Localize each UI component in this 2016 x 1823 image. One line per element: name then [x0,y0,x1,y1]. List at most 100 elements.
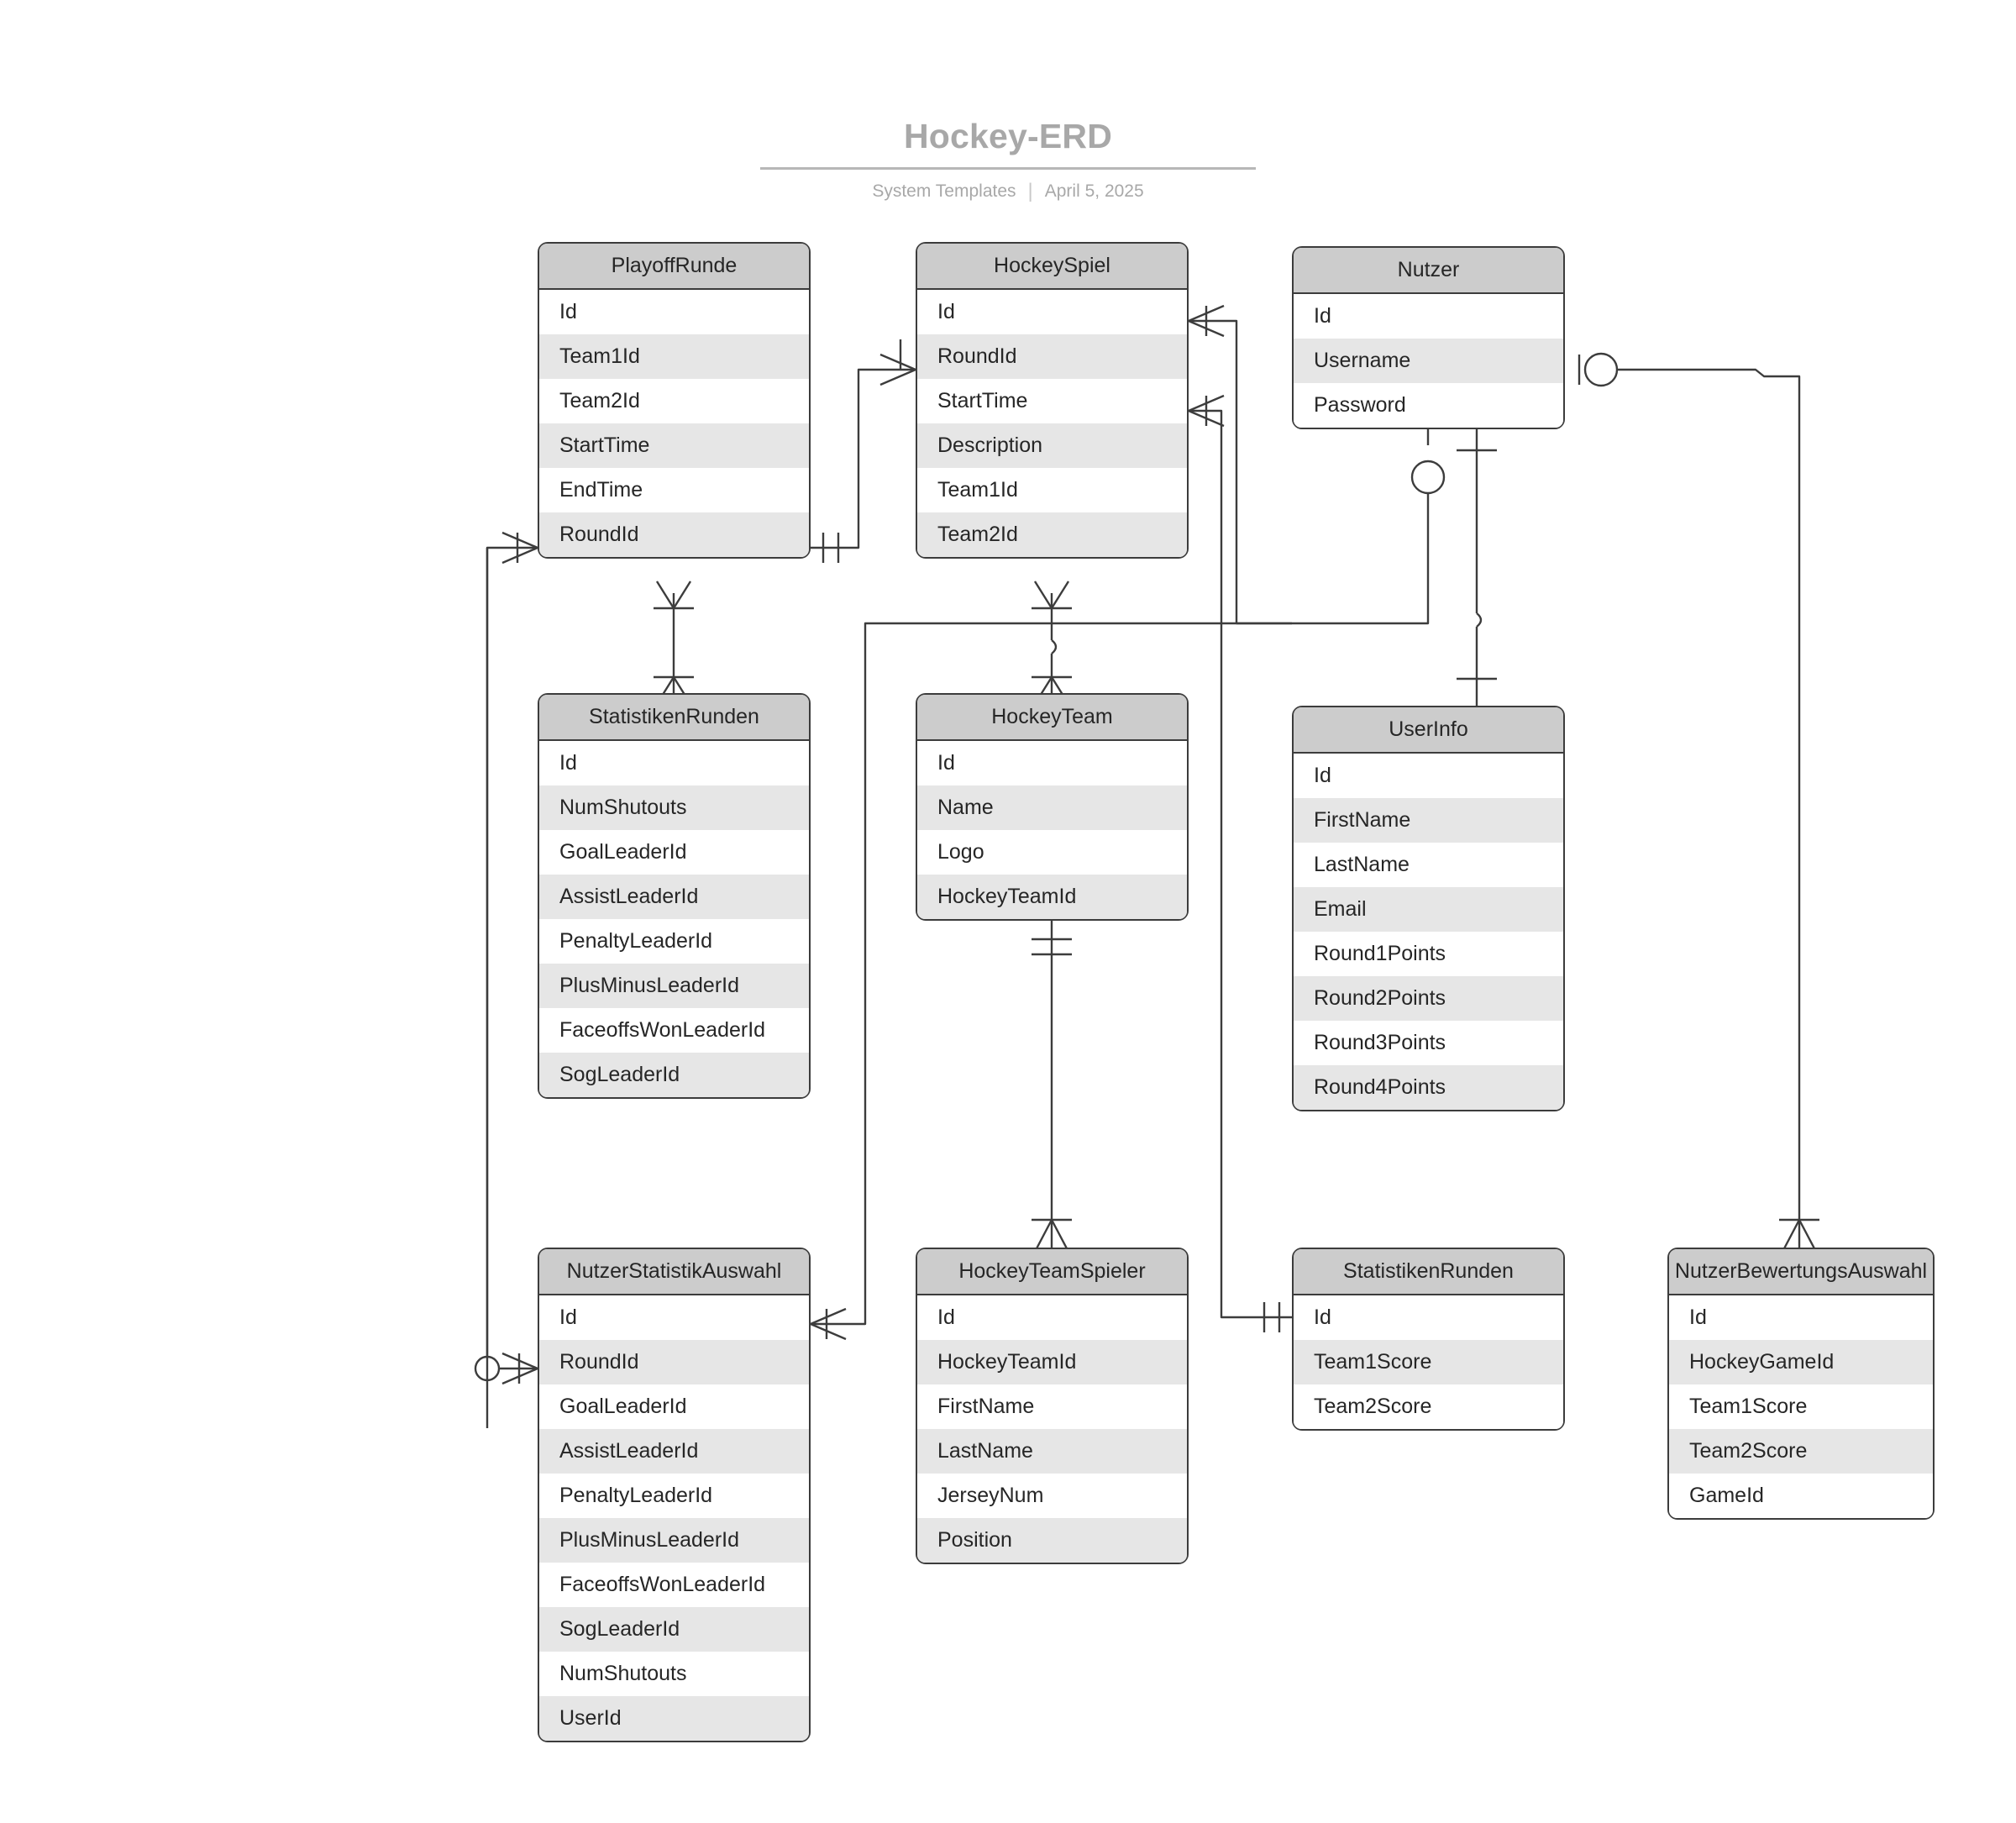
entity-field[interactable]: LastName [917,1429,1187,1474]
entity-field[interactable]: HockeyTeamId [917,1340,1187,1384]
document-subtitle: System Templates | April 5, 2025 [0,181,2016,202]
entity-field[interactable]: Logo [917,830,1187,875]
entity-title-hockeyspiel: HockeySpiel [917,244,1187,290]
entity-title-nutzerstatistikauswahl: NutzerStatistikAuswahl [539,1249,809,1295]
entity-field[interactable]: RoundId [917,334,1187,379]
entity-field[interactable]: NumShutouts [539,785,809,830]
entity-field[interactable]: Team2Id [917,512,1187,557]
entity-field[interactable]: Round3Points [1294,1021,1563,1065]
entity-field[interactable]: RoundId [539,512,809,557]
document-title-block: Hockey-ERD System Templates | April 5, 2… [0,117,2016,202]
entity-field[interactable]: AssistLeaderId [539,875,809,919]
entity-field[interactable]: PlusMinusLeaderId [539,1518,809,1563]
entity-field[interactable]: FaceoffsWonLeaderId [539,1008,809,1053]
entity-field[interactable]: Round2Points [1294,976,1563,1021]
entity-field[interactable]: GoalLeaderId [539,830,809,875]
entity-field[interactable]: Team1Score [1294,1340,1563,1384]
entity-field[interactable]: FirstName [1294,798,1563,843]
entity-field[interactable]: JerseyNum [917,1474,1187,1518]
entity-field[interactable]: Id [917,741,1187,785]
entity-field[interactable]: Username [1294,339,1563,383]
entity-field[interactable]: Team1Score [1669,1384,1933,1429]
entity-title-statistikenrunden-left: StatistikenRunden [539,695,809,741]
entity-field[interactable]: Position [917,1518,1187,1563]
entity-field[interactable]: FaceoffsWonLeaderId [539,1563,809,1607]
entity-field[interactable]: StartTime [539,423,809,468]
entity-title-userinfo: UserInfo [1294,707,1563,754]
connector-playoffrunde-nutzerstatistikauswahl [474,531,538,1385]
entity-field[interactable]: GameId [1669,1474,1933,1518]
entity-field[interactable]: Password [1294,383,1563,428]
entity-field[interactable]: AssistLeaderId [539,1429,809,1474]
entity-field[interactable]: PlusMinusLeaderId [539,964,809,1008]
entity-field[interactable]: SogLeaderId [539,1607,809,1652]
entity-field[interactable]: Id [539,1295,809,1340]
entity-field[interactable]: Team2Score [1294,1384,1563,1429]
entity-field[interactable]: GoalLeaderId [539,1384,809,1429]
entity-field[interactable]: EndTime [539,468,809,512]
subtitle-source: System Templates [872,181,1016,202]
entity-field[interactable]: Description [917,423,1187,468]
entity-field[interactable]: Round4Points [1294,1065,1563,1110]
entity-field[interactable]: FirstName [917,1384,1187,1429]
entity-title-hockeyteamspieler: HockeyTeamSpieler [917,1249,1187,1295]
connector-hockeyspiel-hockeyteam [1032,581,1072,705]
connector-hockeyspiel-statistikenrunden-right [1188,394,1292,1332]
entity-title-nutzer: Nutzer [1294,248,1563,294]
entity-field[interactable]: Team2Id [539,379,809,423]
entity-field[interactable]: Id [1294,754,1563,798]
entity-field[interactable]: Id [1294,1295,1563,1340]
entity-title-playoffrunde: PlayoffRunde [539,244,809,290]
subtitle-date: April 5, 2025 [1044,181,1144,202]
connector-nutzer-nutzerbewertungsauswahl [1578,352,1819,1253]
entity-title-hockeyteam: HockeyTeam [917,695,1187,741]
entity-field[interactable]: PenaltyLeaderId [539,1474,809,1518]
entity-field[interactable]: Round1Points [1294,932,1563,976]
entity-field[interactable]: Id [1294,294,1563,339]
connector-playoffrunde-hockeyspiel [811,339,916,563]
entity-field[interactable]: RoundId [539,1340,809,1384]
entity-field[interactable]: UserId [539,1696,809,1741]
entity-field[interactable]: Id [917,290,1187,334]
entity-field[interactable]: Id [1669,1295,1933,1340]
entity-field[interactable]: Id [539,741,809,785]
entity-field[interactable]: Team1Id [539,334,809,379]
entity-field[interactable]: Name [917,785,1187,830]
entity-field[interactable]: Team1Id [917,468,1187,512]
entity-field[interactable]: NumShutouts [539,1652,809,1696]
entity-field[interactable]: Team2Score [1669,1429,1933,1474]
entity-field[interactable]: Id [917,1295,1187,1340]
entity-field[interactable]: Email [1294,887,1563,932]
entity-field[interactable]: HockeyTeamId [917,875,1187,919]
entity-field[interactable]: Id [539,290,809,334]
entity-title-statistikenrunden-right: StatistikenRunden [1294,1249,1563,1295]
connector-nutzer-userinfo [1457,381,1497,706]
subtitle-separator: | [1027,180,1033,203]
entity-field[interactable]: StartTime [917,379,1187,423]
entity-field[interactable]: PenaltyLeaderId [539,919,809,964]
entity-field[interactable]: SogLeaderId [539,1053,809,1097]
entity-field[interactable]: HockeyGameId [1669,1340,1933,1384]
entity-field[interactable]: LastName [1294,843,1563,887]
